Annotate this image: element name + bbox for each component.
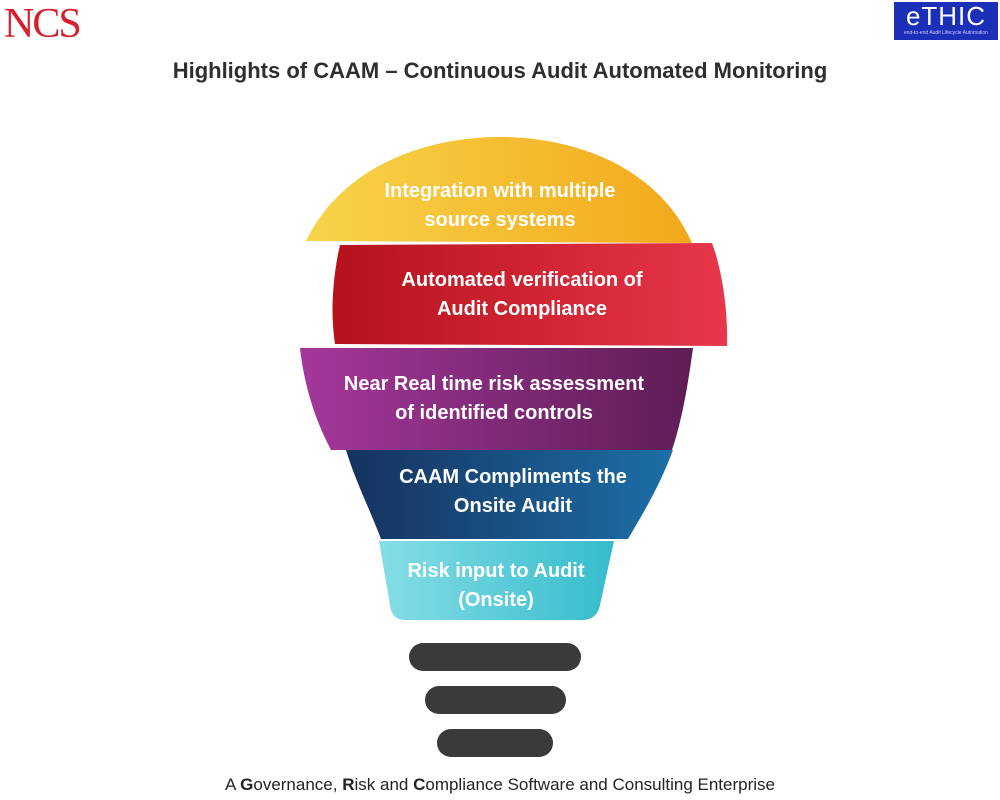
ncs-logo: NCS bbox=[4, 1, 82, 47]
segment-3-line-1: Near Real time risk assessment bbox=[343, 373, 645, 395]
segment-2-line-1: Automated verification of bbox=[401, 269, 643, 291]
ethic-logo-tagline: end-to-end Audit Lifecycle Automation bbox=[904, 30, 988, 36]
bulb-segment-4 bbox=[346, 450, 673, 539]
ethic-logo: eTHIC end-to-end Audit Lifecycle Automat… bbox=[894, 2, 998, 40]
bulb-segment-5 bbox=[379, 541, 614, 620]
segment-2-line-2: Audit Compliance bbox=[436, 298, 607, 320]
bulb-segment-1 bbox=[306, 137, 692, 243]
footer-part-3: isk and bbox=[354, 775, 414, 794]
bulb-segment-2 bbox=[332, 243, 728, 346]
segment-1-label: Integration with multiple source systems bbox=[300, 177, 700, 235]
segment-4-line-2: Onsite Audit bbox=[453, 495, 573, 517]
footer-letter-g: G bbox=[240, 775, 254, 794]
segment-2-label: Automated verification of Audit Complian… bbox=[322, 266, 722, 324]
bulb-segment-3 bbox=[300, 348, 693, 450]
footer-letter-r: R bbox=[342, 775, 355, 794]
segment-4-label: CAAM Compliments the Onsite Audit bbox=[313, 463, 713, 521]
segment-5-line-1: Risk input to Audit bbox=[407, 560, 585, 582]
footer-part-2: overnance, bbox=[253, 775, 343, 794]
bulb-base-bar-1 bbox=[409, 643, 581, 671]
ethic-logo-text: eTHIC bbox=[905, 2, 987, 31]
segment-1-line-1: Integration with multiple bbox=[384, 180, 616, 202]
segment-5-line-2: (Onsite) bbox=[458, 589, 534, 611]
footer-part-4: ompliance Software and Consulting Enterp… bbox=[425, 775, 775, 794]
segment-5-label: Risk input to Audit (Onsite) bbox=[296, 557, 696, 615]
page-title: Highlights of CAAM – Continuous Audit Au… bbox=[172, 58, 828, 83]
bulb-base-bar-2 bbox=[425, 686, 566, 714]
footer-letter-c: C bbox=[413, 775, 426, 794]
segment-3-label: Near Real time risk assessment of identi… bbox=[294, 370, 694, 428]
footer-part-1: A bbox=[225, 775, 241, 794]
segment-1-line-2: source systems bbox=[424, 209, 576, 231]
segment-4-line-1: CAAM Compliments the bbox=[399, 466, 627, 488]
bulb-base-bar-3 bbox=[437, 729, 553, 757]
segment-3-line-2: of identified controls bbox=[395, 402, 593, 424]
footer-tagline: A Governance, Risk and Compliance Softwa… bbox=[0, 775, 1000, 795]
